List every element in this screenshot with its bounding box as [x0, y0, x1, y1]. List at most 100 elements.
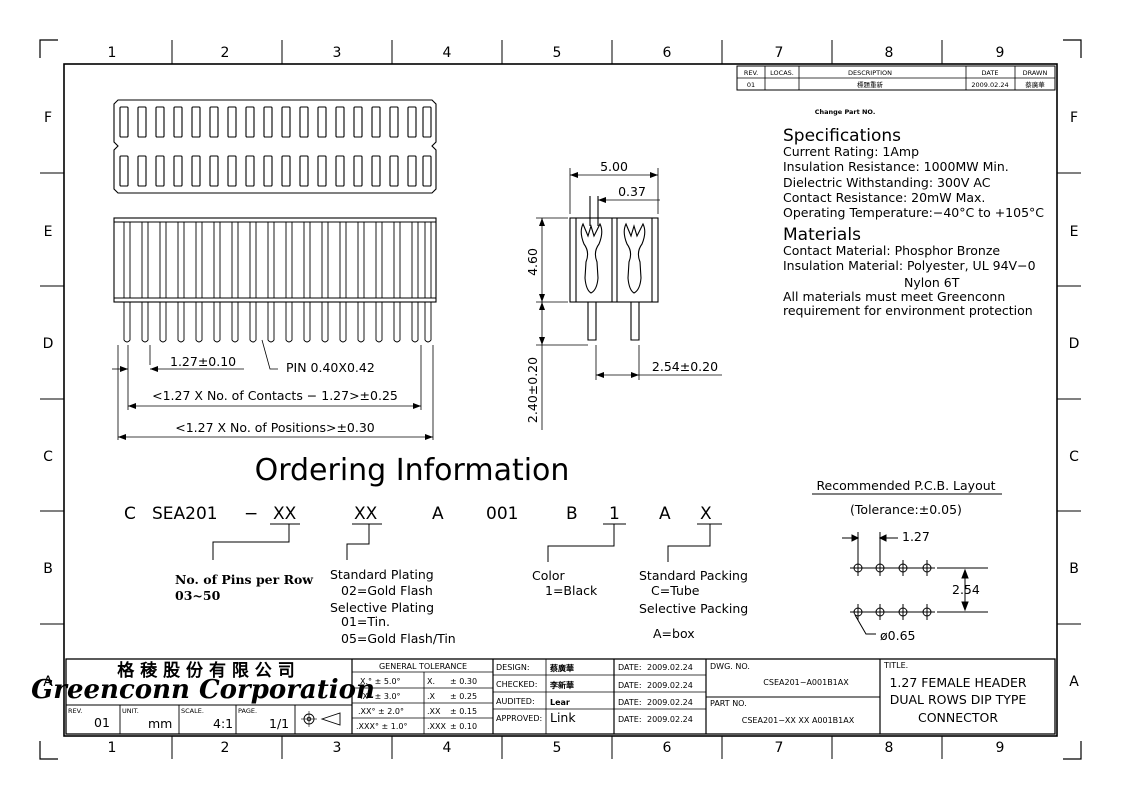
- svg-text:DATE:: DATE:: [618, 698, 642, 707]
- title-block: [65, 658, 1056, 735]
- svg-text:± 0.30: ± 0.30: [450, 677, 477, 686]
- title-line-3: CONNECTOR: [918, 710, 998, 725]
- svg-text:2009.02.24: 2009.02.24: [647, 663, 693, 672]
- ordering-pack-2: C=Tube: [651, 583, 700, 598]
- svg-text:C: C: [43, 449, 53, 465]
- svg-text:E: E: [1070, 224, 1079, 240]
- svg-text:2: 2: [221, 45, 230, 61]
- pcb-hole: ø0.65: [880, 628, 915, 643]
- svg-text:2: 2: [221, 740, 230, 756]
- svg-text:Specifications: Specifications: [783, 126, 901, 146]
- frame-corners: [39, 39, 1082, 760]
- approvals: DESIGN: 蔡廣華 CHECKED: 李新華 AUDITED: Lear A…: [496, 663, 576, 725]
- ordering-plating-1: Standard Plating: [330, 567, 434, 582]
- svg-text:± 0.10: ± 0.10: [450, 722, 477, 731]
- row-labels: F E D C B A F E D C B A: [43, 110, 1080, 690]
- pcb-title: Recommended P.C.B. Layout: [816, 478, 995, 493]
- ordering-plating-3: Selective Plating: [330, 600, 434, 615]
- svg-text:1: 1: [108, 740, 117, 756]
- svg-text:DATE:: DATE:: [618, 681, 642, 690]
- ordering-color-1: Color: [532, 568, 565, 583]
- ordering-color-2: 1=Black: [545, 583, 598, 598]
- pcb-layout: [842, 532, 988, 635]
- svg-text:7: 7: [775, 740, 784, 756]
- ordering-plating-5: 05=Gold Flash/Tin: [341, 631, 456, 646]
- column-labels: 1 2 3 4 5 6 7 8 9 1 2 3 4 5 6 7 8 9: [108, 45, 1005, 756]
- svg-text:B: B: [43, 561, 53, 577]
- svg-text:DESCRIPTION: DESCRIPTION: [848, 69, 892, 77]
- svg-text:A: A: [432, 504, 444, 524]
- dim-0-37: 0.37: [618, 184, 646, 199]
- svg-text:XX: XX: [273, 504, 297, 524]
- unit-value: mm: [148, 716, 172, 731]
- revision-table: REV. LOCAS. DESCRIPTION DATE DRAWN 01 標題…: [736, 65, 1056, 91]
- svg-text:DATE:: DATE:: [618, 663, 642, 672]
- scale-label: SCALE.: [181, 707, 204, 715]
- svg-text:5: 5: [553, 45, 562, 61]
- svg-text:A: A: [1069, 674, 1079, 690]
- svg-text:.XXX° ± 1.0°: .XXX° ± 1.0°: [356, 722, 408, 731]
- svg-text:1: 1: [609, 504, 620, 524]
- ordering-pack-3: Selective Packing: [639, 601, 748, 616]
- svg-text:DATE: DATE: [982, 69, 999, 77]
- ordering-plating-2: 02=Gold Flash: [341, 583, 433, 598]
- page-label: PAGE.: [238, 707, 257, 715]
- svg-text:LOCAS.: LOCAS.: [770, 69, 794, 77]
- connector-front-view: [112, 217, 437, 440]
- svg-text:D: D: [43, 336, 54, 352]
- page-value: 1/1: [269, 716, 289, 731]
- dwg-value: CSEA201−A001B1AX: [763, 678, 849, 687]
- svg-text:Link: Link: [550, 710, 576, 725]
- dim-5-00: 5.00: [600, 159, 628, 174]
- svg-text:SEA201: SEA201: [152, 504, 218, 524]
- svg-text:F: F: [44, 110, 52, 126]
- svg-text:9: 9: [996, 740, 1005, 756]
- svg-text:F: F: [1070, 110, 1078, 126]
- svg-text:XX: XX: [354, 504, 378, 524]
- svg-text:E: E: [44, 224, 53, 240]
- svg-text:A: A: [659, 504, 671, 524]
- svg-text:Insulation Resistance: 1000: Insulation Resistance: 1000MW Min.: [783, 159, 1009, 174]
- svg-text:2009.02.24: 2009.02.24: [971, 81, 1008, 89]
- svg-text:Contact Material: Phosphor: Contact Material: Phosphor Bronze: [783, 243, 1000, 258]
- svg-text:4: 4: [443, 45, 452, 61]
- pcb-tolerance: (Tolerance:±0.05): [850, 502, 962, 517]
- dim-4-60: 4.60: [525, 248, 540, 276]
- svg-text:A: A: [43, 674, 53, 690]
- svg-text:DESIGN:: DESIGN:: [496, 663, 530, 672]
- pcb-row: 2.54: [952, 582, 980, 597]
- svg-text:蔡廣華: 蔡廣華: [549, 663, 574, 673]
- svg-text:APPROVED:: APPROVED:: [496, 714, 542, 723]
- dim-pin: PIN 0.40X0.42: [286, 360, 375, 375]
- svg-text:9: 9: [996, 45, 1005, 61]
- row-ruler: [40, 172, 1081, 625]
- svg-text:X: X: [700, 504, 712, 524]
- rev-label: REV.: [68, 707, 82, 715]
- title-label: TITLE.: [883, 661, 908, 670]
- part-label: PART NO.: [710, 699, 747, 708]
- svg-text:DRAWN: DRAWN: [1023, 69, 1048, 77]
- svg-text:.X: .X: [427, 692, 436, 701]
- svg-text:6: 6: [663, 45, 672, 61]
- svg-text:蔡廣華: 蔡廣華: [1025, 80, 1045, 89]
- ordering-pins-range: 03~50: [175, 588, 221, 603]
- title-line-2: DUAL ROWS DIP TYPE: [890, 692, 1027, 707]
- svg-text:Insulation Material: Polyest: Insulation Material: Polyester, UL 94V−0: [783, 258, 1036, 273]
- svg-text:3: 3: [333, 740, 342, 756]
- svg-text:.XX° ± 2.0°: .XX° ± 2.0°: [358, 707, 404, 716]
- svg-text:−: −: [244, 504, 258, 524]
- dates: DATE: 2009.02.24 DATE: 2009.02.24 DATE: …: [618, 663, 693, 724]
- inner-border: [63, 63, 1058, 737]
- pcb-pitch: 1.27: [902, 529, 930, 544]
- svg-text:AUDITED:: AUDITED:: [496, 697, 535, 706]
- svg-text:B: B: [566, 504, 578, 524]
- dim-2-54: 2.54±0.20: [652, 359, 718, 374]
- svg-text:Operating Temperature:−40°C: Operating Temperature:−40°C to +105°C: [783, 205, 1044, 220]
- tolerance-title: GENERAL TOLERANCE: [379, 662, 467, 671]
- svg-text:.XXX: .XXX: [427, 722, 447, 731]
- ordering-plating-4: 01=Tin.: [341, 614, 390, 629]
- specifications-block: Specifications Current Rating: 1Amp Insu…: [783, 126, 1044, 318]
- svg-text:DATE:: DATE:: [618, 715, 642, 724]
- connector-top-view: [113, 99, 437, 194]
- ordering-pack-1: Standard Packing: [639, 568, 748, 583]
